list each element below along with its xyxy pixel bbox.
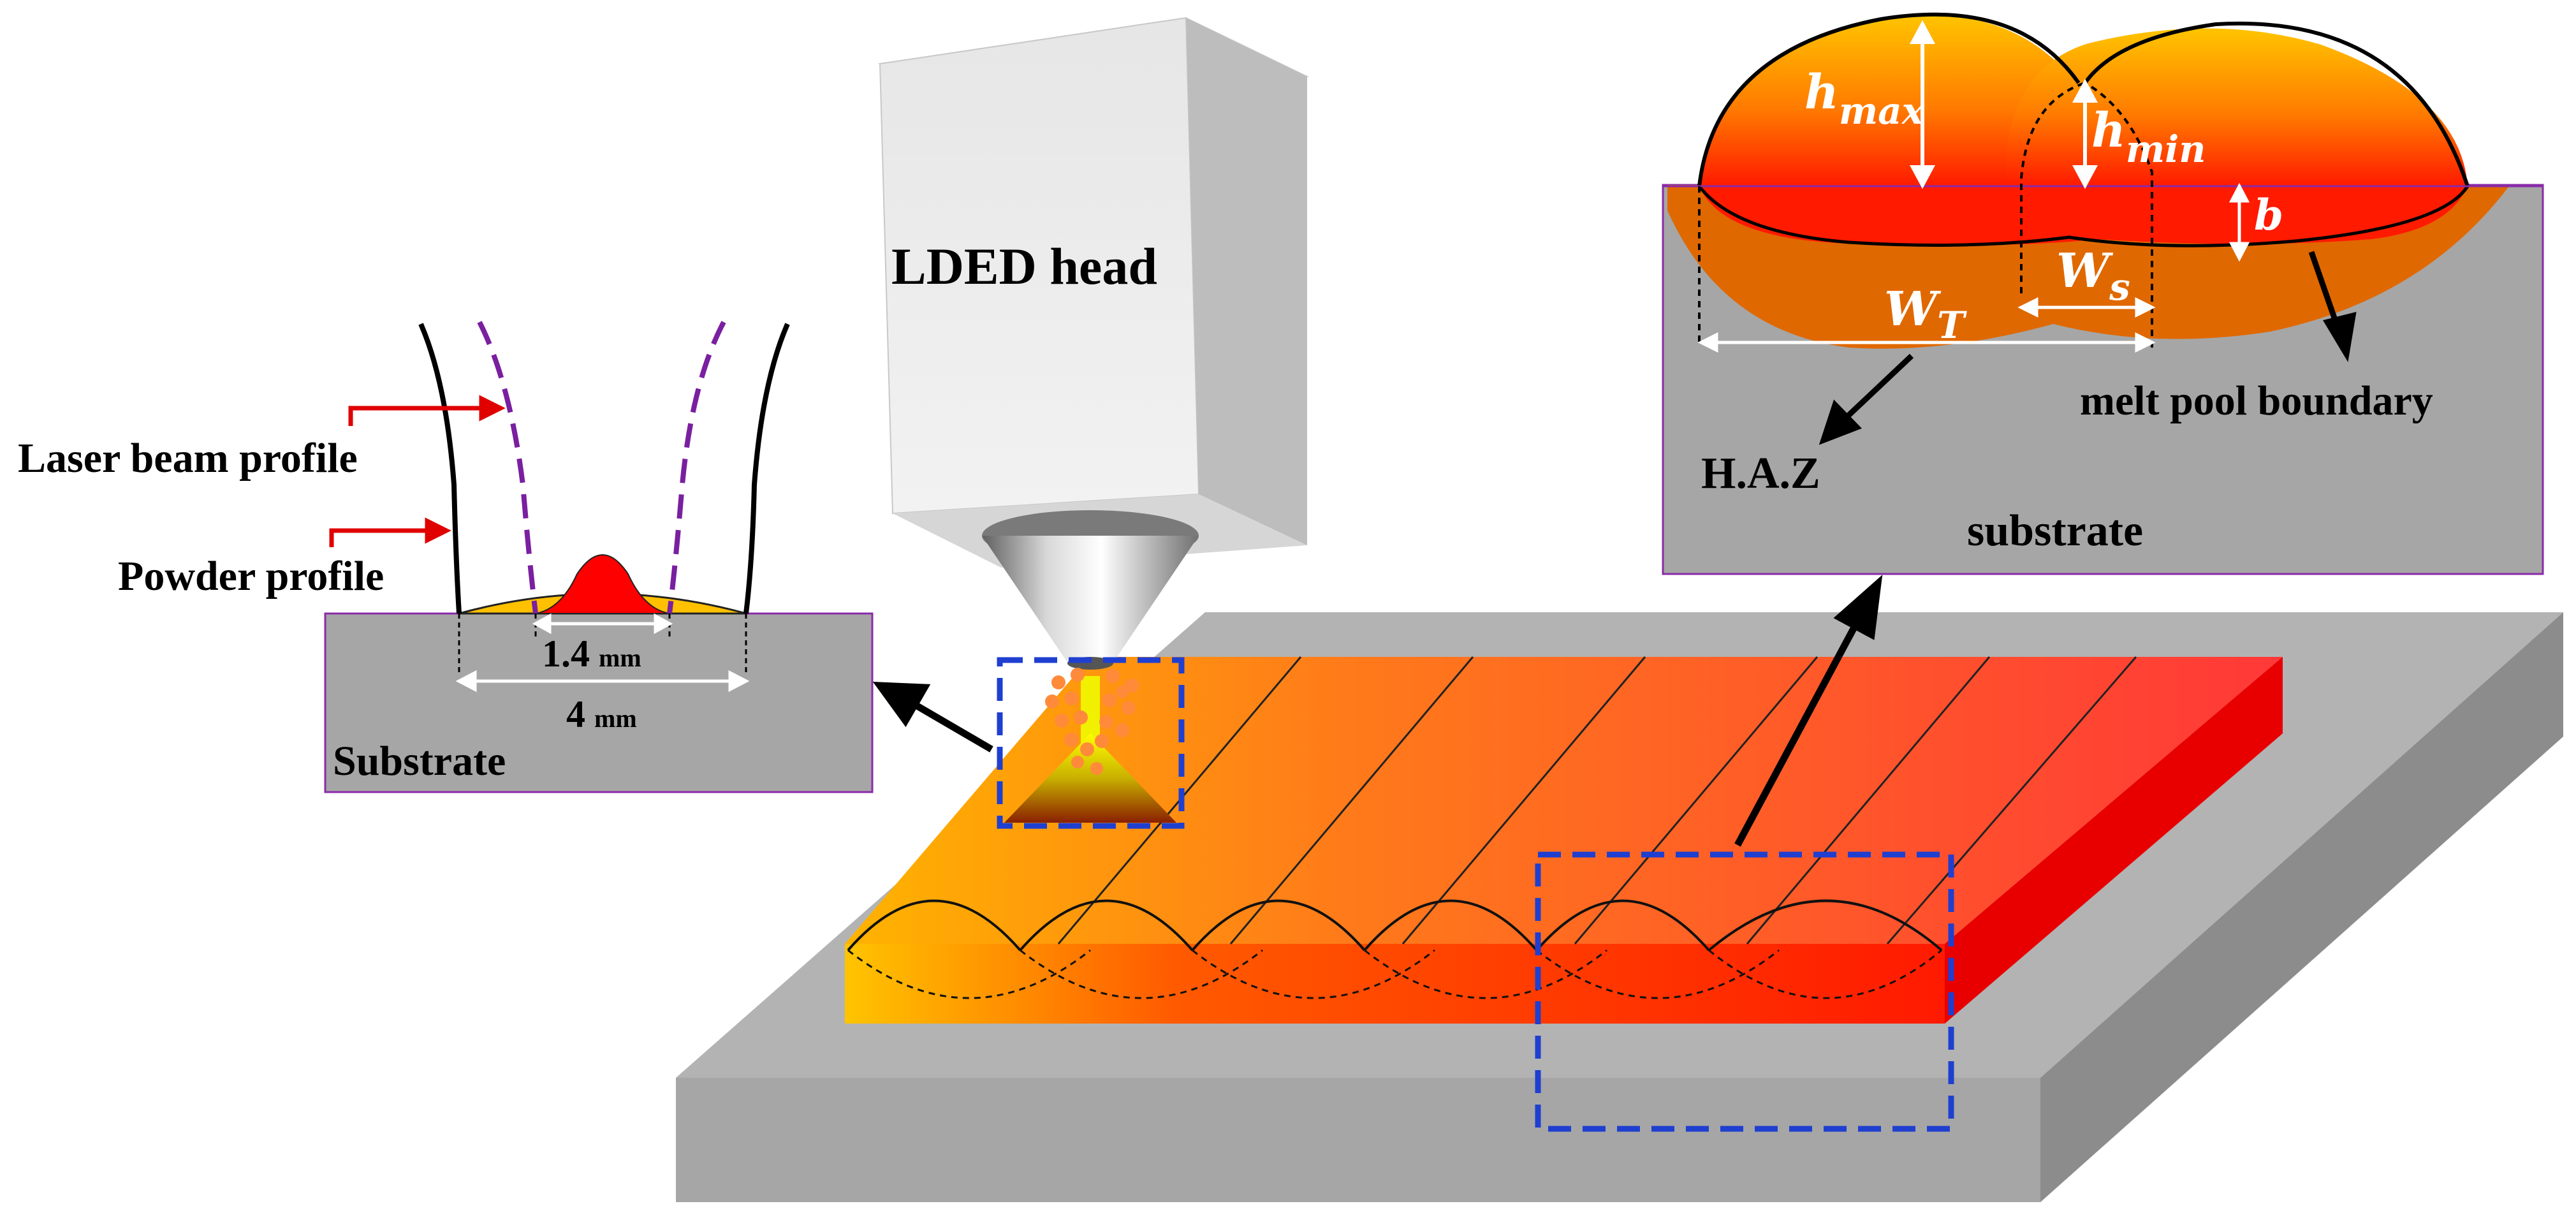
lded-head-label: LDED head [891, 237, 1157, 295]
haz-arrow [1819, 353, 1914, 445]
red-arrow-beam [348, 395, 506, 426]
b-arrow [2228, 182, 2250, 262]
b-label: b [2254, 190, 2283, 240]
haz-label: H.A.Z [1701, 449, 1820, 498]
laser-beam-left [418, 323, 462, 614]
hmax-arrow [1909, 20, 1936, 189]
powder-profile-right [667, 321, 726, 614]
wt-arrow [1697, 332, 2156, 353]
deposited-layer-side [1945, 657, 2283, 1024]
arrow-to-right-inset [1734, 575, 1883, 847]
powder-profile-left [477, 321, 538, 614]
ws-label: Ws [2056, 244, 2130, 309]
nozzle-cone [982, 536, 1199, 663]
melt-band [1699, 186, 2468, 246]
deposited-layer-front [845, 944, 1945, 1024]
hmax-label: hmax [1804, 65, 1925, 133]
melt-pool-boundary-outline [1698, 185, 2470, 247]
deposited-layer [845, 656, 2283, 1024]
bead-left-outline [1697, 12, 2081, 187]
powder-particles [1045, 668, 1139, 775]
bead-left [1699, 15, 2100, 186]
substrate-right-label: substrate [1967, 506, 2143, 555]
hmin-label: hmin [2091, 103, 2206, 171]
lded-head: LDED head [877, 17, 1310, 670]
bead-arcs [847, 899, 1943, 952]
base-plate-front [676, 1078, 2040, 1202]
laser-beam-profile-label: Laser beam profile [18, 435, 358, 481]
hmin-arrow [2072, 78, 2098, 189]
head-side-face [1186, 18, 1307, 545]
zoom-box-plate [1535, 851, 1954, 1132]
bead-right-outline [2083, 22, 2470, 187]
left-substrate [324, 612, 874, 793]
red-arrow-powder [329, 517, 451, 547]
zoom-box-nozzle [997, 657, 1185, 829]
substrate-left-label: Substrate [333, 738, 506, 784]
deposited-layer-top [845, 657, 2283, 944]
powder-profile-label: Powder profile [118, 553, 384, 599]
dim-arrows-left [455, 613, 750, 693]
arrow-to-left-inset [872, 682, 993, 753]
laser-beam-right [743, 323, 790, 614]
bead-dashed-bottoms [847, 949, 1942, 999]
clad-peak [535, 554, 670, 614]
wt-label: WT [1884, 282, 1967, 347]
mpb-arrow [2308, 251, 2357, 362]
overlap-dashes [1698, 82, 2153, 348]
right-inset: hmax hmin b Ws WT [1662, 12, 2544, 575]
melt-cone [1004, 733, 1176, 823]
left-dim-guides [458, 614, 747, 676]
bead-right [2005, 28, 2468, 187]
melt-pool-boundary-label: melt pool boundary [2080, 378, 2433, 424]
base-plate-side [2040, 612, 2563, 1202]
track-lines [1057, 656, 2137, 944]
ws-arrow [2017, 297, 2156, 318]
powder-stream [1004, 668, 1176, 823]
